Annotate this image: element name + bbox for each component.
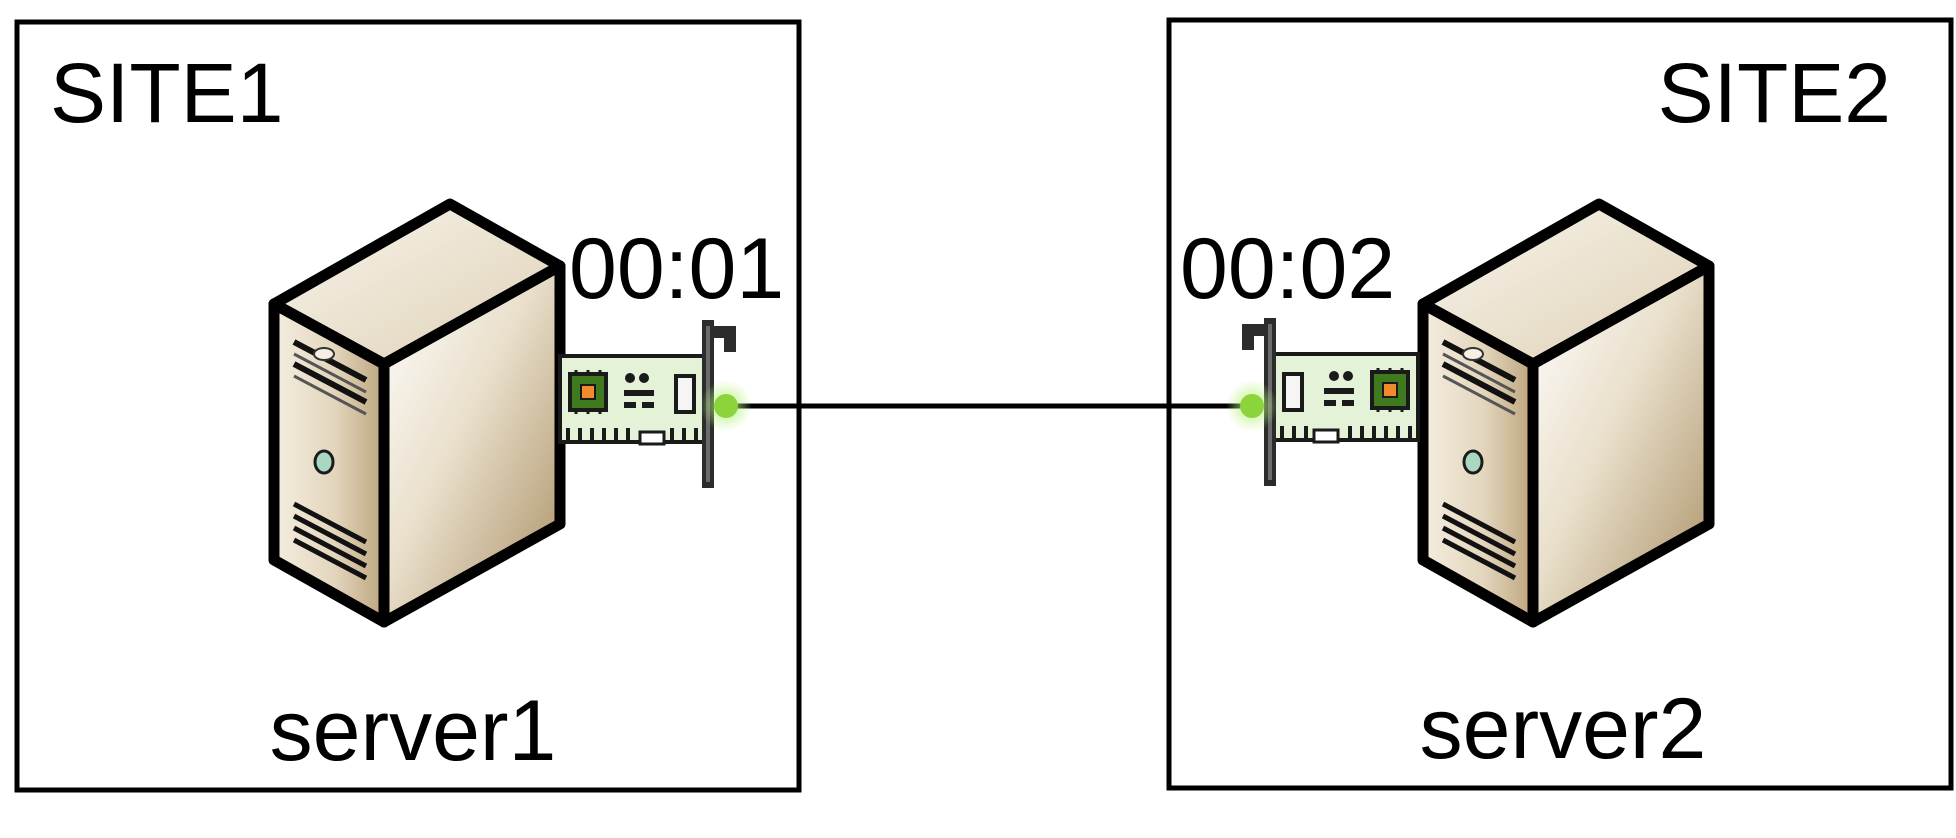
server-tower-icon — [1423, 204, 1709, 622]
server-tower-icon — [274, 204, 560, 622]
nic2-mac-label: 00:02 — [1180, 221, 1395, 317]
server1-label: server1 — [270, 683, 557, 779]
site2-title: SITE2 — [1658, 46, 1891, 140]
port-led-icon — [700, 380, 752, 432]
server2-group: 00:02 server2 — [1180, 204, 1709, 777]
server1-group: 00:01 server1 — [270, 204, 784, 779]
server2-label: server2 — [1420, 681, 1707, 777]
nic1-mac-label: 00:01 — [569, 221, 784, 317]
port-led-icon — [1226, 380, 1278, 432]
site1-title: SITE1 — [50, 46, 283, 140]
